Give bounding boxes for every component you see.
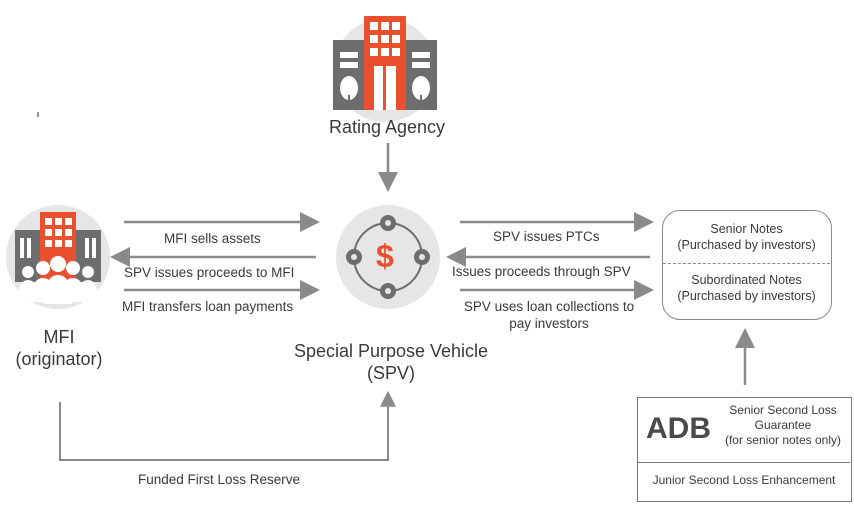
mfi-role: (originator) bbox=[15, 349, 103, 369]
senior-second-loss-line1: Senior Second Loss bbox=[729, 403, 837, 417]
mfi-name: MFI bbox=[43, 327, 75, 347]
proceeds-through-spv-label: Issues proceeds through SPV bbox=[452, 264, 631, 279]
mfi-building-icon bbox=[6, 205, 110, 309]
adb-box: ADB Senior Second Loss Guarantee (for se… bbox=[637, 397, 852, 502]
loan-collections-line2: pay investors bbox=[509, 316, 589, 331]
loan-collections-label: SPV uses loan collections to pay investo… bbox=[450, 298, 648, 332]
senior-second-loss-block: Senior Second Loss Guarantee (for senior… bbox=[714, 403, 852, 448]
senior-notes-block: Senior Notes (Purchased by investors) bbox=[663, 221, 830, 253]
mfi-label: MFI (originator) bbox=[0, 326, 118, 370]
junior-second-loss-label: Junior Second Loss Enhancement bbox=[652, 473, 836, 487]
notes-box: Senior Notes (Purchased by investors) Su… bbox=[662, 210, 832, 320]
subordinated-notes-sub: (Purchased by investors) bbox=[677, 289, 816, 303]
senior-second-loss-line2: Guarantee bbox=[754, 418, 812, 432]
senior-notes-sub: (Purchased by investors) bbox=[677, 238, 816, 252]
subordinated-notes-title: Subordinated Notes bbox=[691, 273, 802, 287]
spv-abbr: (SPV) bbox=[366, 363, 415, 383]
spv-dollar-symbol: $ bbox=[376, 238, 394, 274]
spv-proceeds-to-mfi-label: SPV issues proceeds to MFI bbox=[124, 265, 295, 280]
spv-icon bbox=[336, 205, 440, 309]
subordinated-notes-block: Subordinated Notes (Purchased by investo… bbox=[663, 272, 830, 304]
adb-divider bbox=[638, 462, 850, 463]
loan-collections-line1: SPV uses loan collections to bbox=[463, 299, 635, 314]
mfi-sells-assets-label: MFI sells assets bbox=[164, 231, 261, 246]
spv-issues-ptcs-label: SPV issues PTCs bbox=[493, 229, 600, 244]
mfi-loan-payments-label: MFI transfers loan payments bbox=[122, 299, 294, 314]
senior-second-loss-line3: (for senior notes only) bbox=[724, 433, 842, 447]
rating-agency-building-icon bbox=[333, 16, 437, 122]
spv-label: Special Purpose Vehicle (SPV) bbox=[272, 340, 510, 384]
notes-divider bbox=[663, 263, 830, 264]
senior-notes-title: Senior Notes bbox=[710, 222, 783, 236]
rating-agency-label: Rating Agency bbox=[328, 117, 446, 137]
first-loss-reserve-label: Funded First Loss Reserve bbox=[138, 472, 301, 487]
adb-logo: ADB bbox=[646, 412, 711, 445]
spv-name: Special Purpose Vehicle bbox=[293, 341, 489, 361]
first-loss-reserve-arrow bbox=[59, 390, 396, 461]
